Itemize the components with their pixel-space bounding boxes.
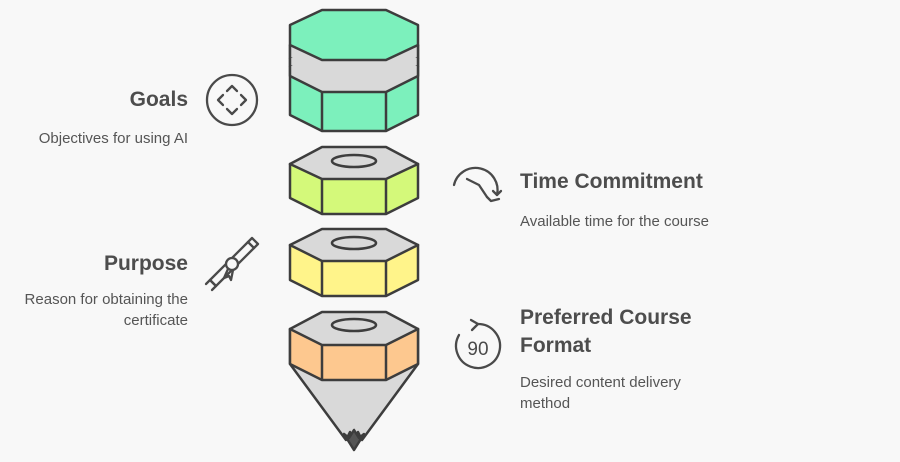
goals-description: Objectives for using AI <box>38 130 188 147</box>
ninety-label: 90 <box>467 339 488 360</box>
purpose-title: Purpose <box>103 252 188 275</box>
pencil-segment-time <box>288 145 420 216</box>
format-description: Desired content delivery method <box>520 374 681 412</box>
time-description: Available time for the course <box>520 213 709 230</box>
purpose-description: Reason for obtaining the certificate <box>24 291 188 329</box>
time-title: Time Commitment <box>520 170 703 193</box>
pencil-eraser-segment <box>288 8 420 133</box>
clock-arrow-icon <box>452 166 503 203</box>
target-dial-icon <box>205 73 259 127</box>
pencil-segment-format <box>288 310 420 452</box>
format-title: Preferred Course Format <box>520 306 692 357</box>
ninety-rotate-icon: 90 <box>454 318 502 370</box>
goals-title: Goals <box>129 88 188 111</box>
pencil-segment-purpose <box>288 227 420 298</box>
diploma-scroll-icon <box>204 236 260 292</box>
